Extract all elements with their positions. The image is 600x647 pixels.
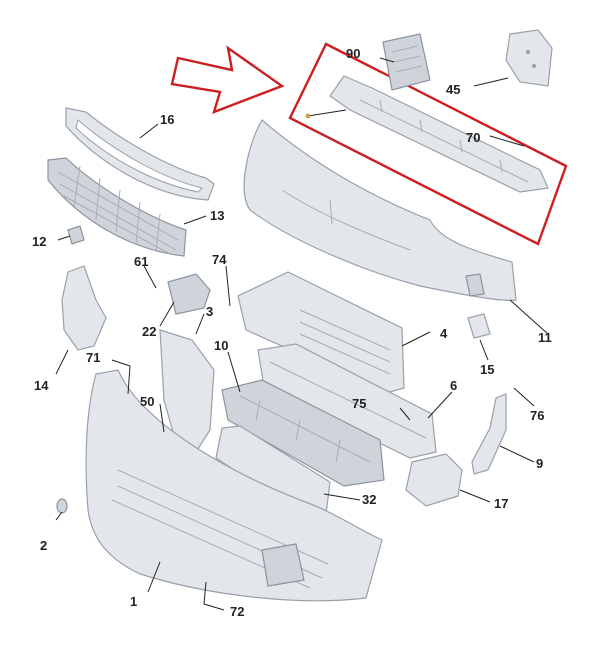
callout-2: 2 (40, 538, 47, 553)
callout-13: 13 (210, 208, 224, 223)
leader-lines (55, 57, 549, 611)
part-12-emblem (67, 225, 85, 245)
part-14-side-support (61, 265, 107, 351)
callout-70: 70 (466, 130, 480, 145)
part-45-bracket (505, 29, 553, 87)
callout-16: 16 (160, 112, 174, 127)
callout-17: 17 (494, 496, 508, 511)
callout-1: 1 (130, 594, 137, 609)
part-3-deflector (159, 329, 215, 453)
part-16-grille-frame (65, 107, 215, 201)
callout-45: 45 (446, 82, 460, 97)
callout-71: 71 (86, 350, 100, 365)
callout-6: 6 (450, 378, 457, 393)
callout-32: 32 (362, 492, 376, 507)
callout-50: 50 (140, 394, 154, 409)
part-2-clip (56, 498, 68, 514)
callout-72: 72 (230, 604, 244, 619)
part-1-lower-bumper (85, 369, 383, 602)
part-70-reinforcement-bar (305, 75, 549, 193)
callout-4: 4 (440, 326, 448, 341)
part-22-bracket (167, 273, 211, 315)
callout-11: 11 (538, 330, 552, 345)
callout-22: 22 (142, 324, 156, 339)
callout-9: 9 (536, 456, 543, 471)
part-13-grille-mesh (47, 157, 187, 257)
highlight-frame (288, 42, 568, 246)
part-9-side-bracket (471, 393, 507, 475)
callout-76: 76 (530, 408, 544, 423)
part-90-clip-kit (382, 33, 431, 91)
callout-75: 75 (352, 396, 366, 411)
part-15-cap (467, 313, 491, 339)
callout-74: 74 (212, 252, 227, 267)
callout-15: 15 (480, 362, 494, 377)
callout-12: 12 (32, 234, 46, 249)
part-17-arch-bracket (405, 453, 463, 507)
part-11-upper-cover (243, 119, 517, 301)
callout-90: 90 (346, 46, 360, 61)
part-50-absorber (221, 379, 385, 487)
callout-3: 3 (206, 304, 213, 319)
pointer-arrow (170, 45, 285, 114)
part-4-lower-shield (237, 271, 405, 393)
callout-61: 61 (134, 254, 148, 269)
callout-14: 14 (34, 378, 49, 393)
callout-10: 10 (214, 338, 228, 353)
